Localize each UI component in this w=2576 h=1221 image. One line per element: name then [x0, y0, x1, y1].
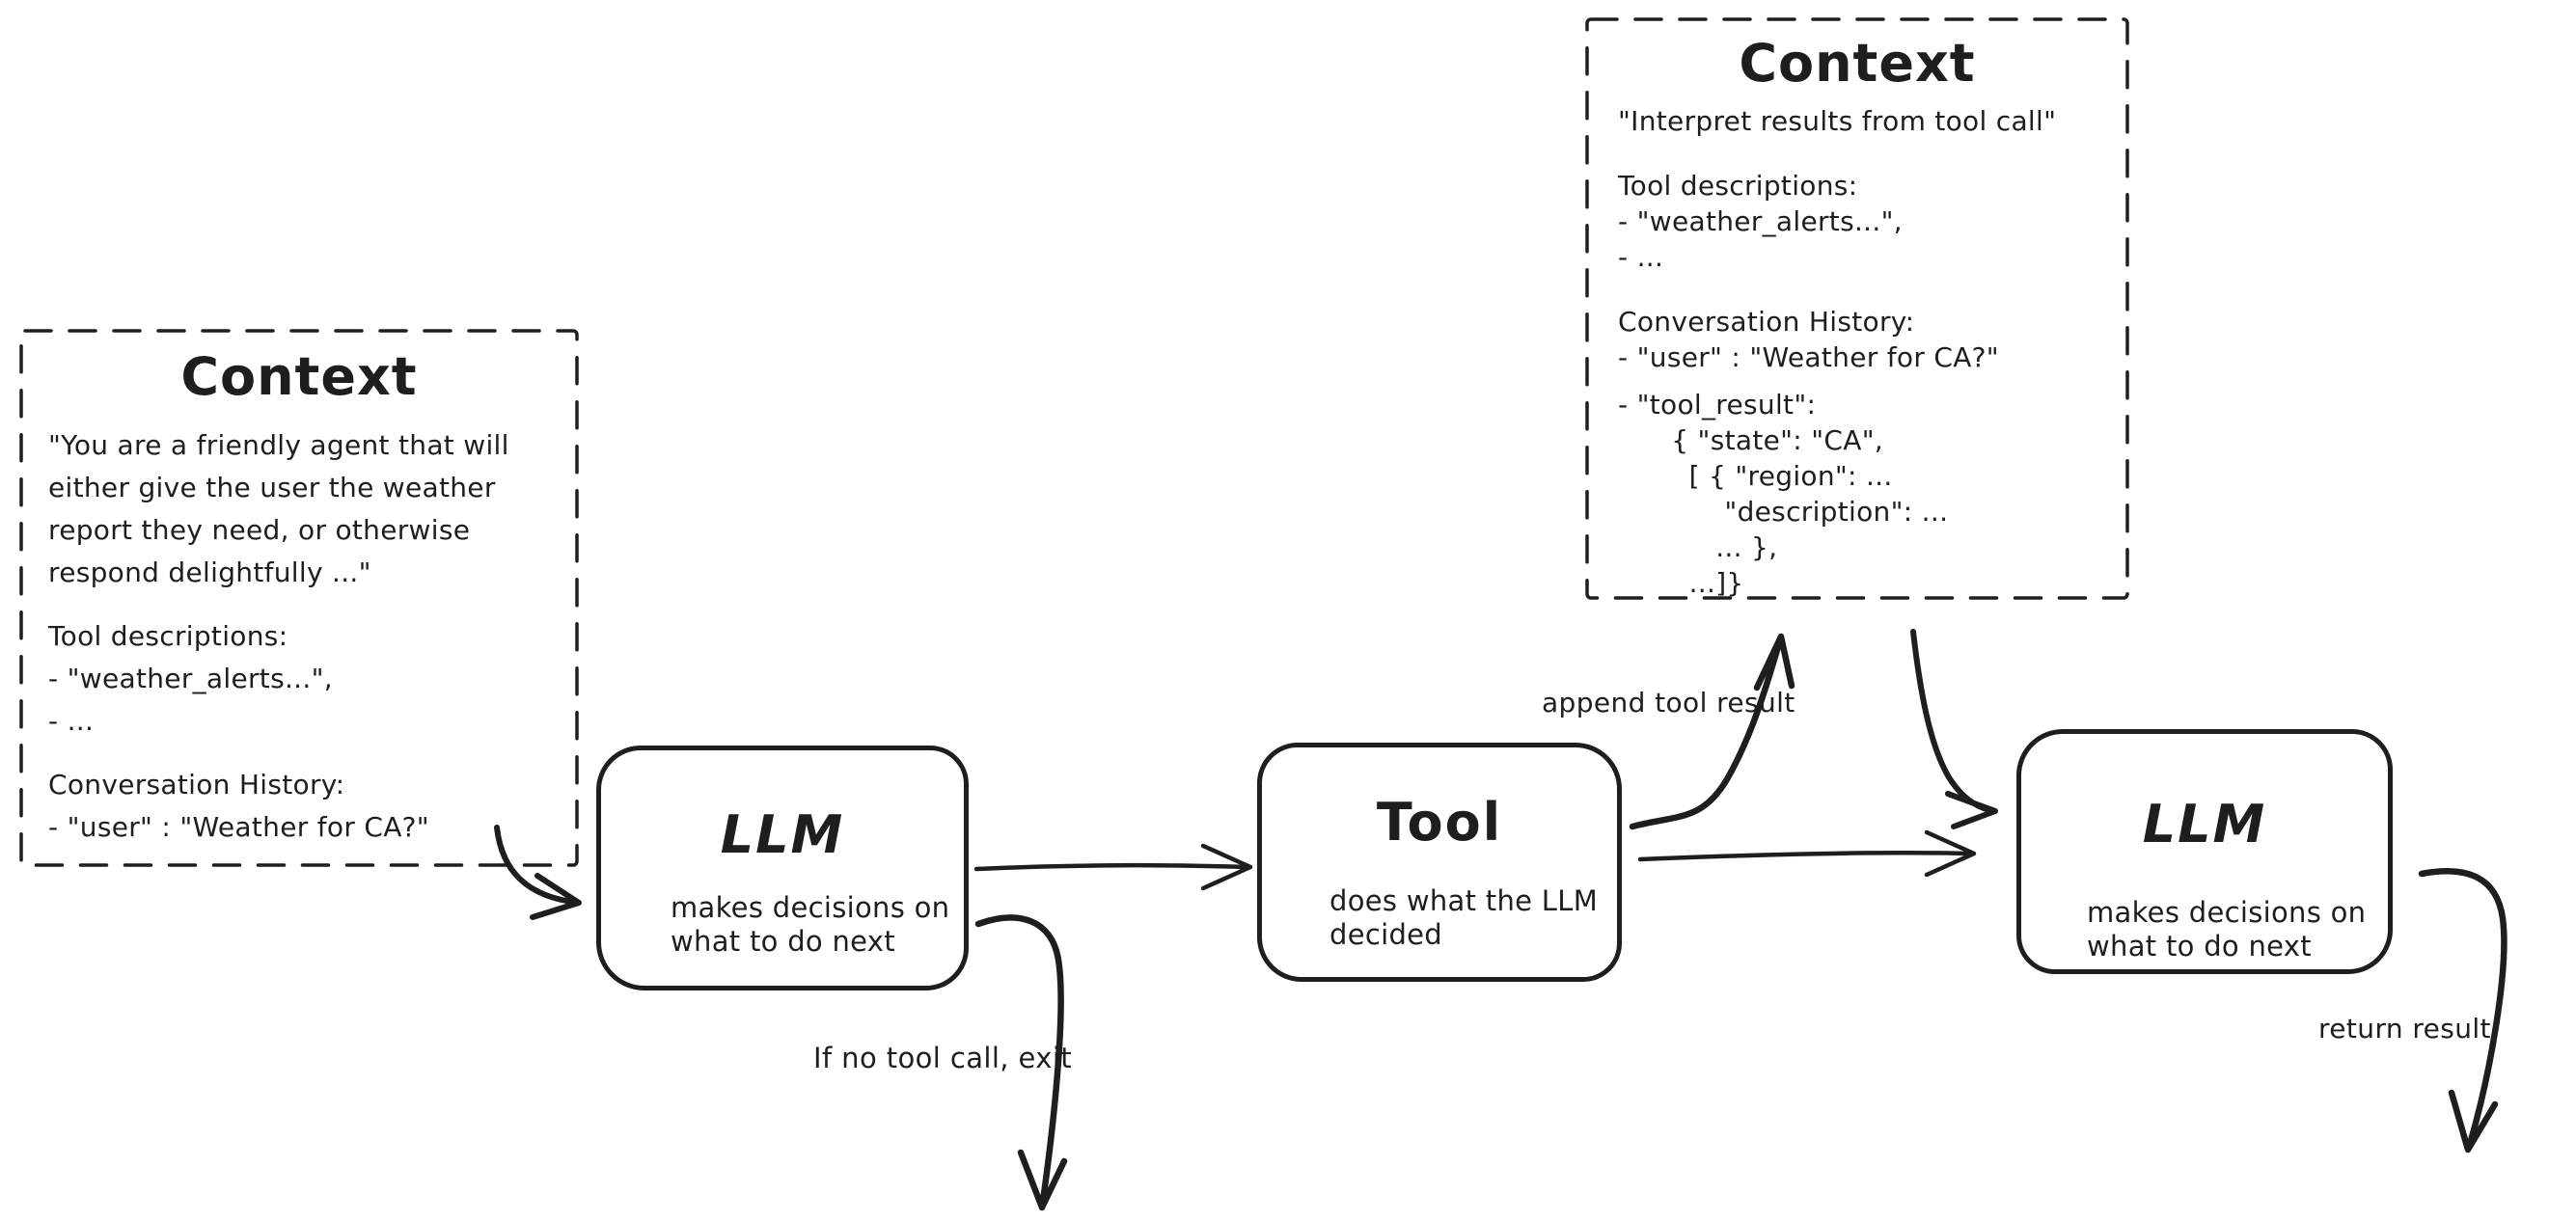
- text-line: respond delightfully ...": [48, 556, 371, 589]
- text-line: ... },: [1618, 531, 1778, 564]
- text-line: Conversation History:: [48, 769, 345, 801]
- text-line: "Interpret results from tool call": [1618, 105, 2057, 138]
- node-tool: Tool does what the LLM decided: [1257, 743, 1622, 982]
- arrow-llm1-to-tool: [973, 843, 1253, 891]
- context-right-border: [1585, 17, 2129, 600]
- text-line: "You are a friendly agent that will: [48, 429, 509, 462]
- conversation-history-block: Conversation History: - "user" : "Weathe…: [48, 764, 550, 849]
- arrow-context-right-to-llm2: [1910, 629, 1998, 829]
- text-line: - "user" : "Weather for CA?": [1618, 341, 1999, 374]
- text-line: either give the user the weather: [48, 472, 496, 504]
- text-line: - "user" : "Weather for CA?": [48, 811, 429, 844]
- system-prompt-block: "You are a friendly agent that will eith…: [48, 424, 550, 594]
- context-box-right: Context "Interpret results from tool cal…: [1587, 19, 2127, 601]
- tool-result-block: - "tool_result": { "state": "CA", [ { "r…: [1618, 387, 2096, 601]
- arrow-context-left-to-llm1: [494, 825, 582, 920]
- node-llm-1-title: LLM: [720, 804, 845, 865]
- context-box-left: Context "You are a friendly agent that w…: [21, 331, 577, 865]
- text-line: Conversation History:: [1618, 306, 1915, 339]
- text-line: decided: [1329, 918, 1443, 951]
- node-llm-2: LLM makes decisions on what to do next: [2016, 729, 2393, 974]
- node-tool-subtitle: does what the LLM decided: [1329, 884, 1598, 952]
- context-left-title: Context: [180, 346, 418, 407]
- text-line: { "state": "CA",: [1618, 424, 1884, 457]
- node-llm-1: LLM makes decisions on what to do next: [596, 746, 969, 990]
- text-line: Tool descriptions:: [48, 620, 288, 653]
- text-line: - ...: [1618, 241, 1664, 274]
- node-llm-1-subtitle: makes decisions on what to do next: [671, 891, 949, 959]
- edge-label-return-result: return result: [2318, 1013, 2491, 1045]
- text-line: Tool descriptions:: [1618, 170, 1858, 203]
- context-right-title: Context: [1739, 33, 1976, 94]
- arrow-llm1-exit: [974, 914, 1068, 1211]
- tool-descriptions-block: Tool descriptions: - "weather_alerts..."…: [1618, 168, 2096, 275]
- text-line: report they need, or otherwise: [48, 514, 471, 547]
- text-line: makes decisions on: [2087, 896, 2367, 929]
- context-left-border: [19, 329, 579, 867]
- text-line: does what the LLM: [1329, 884, 1599, 917]
- text-line: - ...: [48, 705, 95, 738]
- text-line: - "weather_alerts...",: [48, 663, 333, 695]
- edge-label-append-tool-result: append tool result: [1542, 687, 1795, 719]
- node-llm-2-title: LLM: [2142, 794, 2267, 855]
- node-llm-2-subtitle: makes decisions on what to do next: [2087, 896, 2366, 963]
- arrow-tool-to-llm2: [1637, 829, 1977, 878]
- node-tool-title: Tool: [1376, 792, 1503, 853]
- text-line: - "tool_result":: [1618, 389, 1817, 421]
- conversation-history-block: Conversation History: - "user" : "Weathe…: [1618, 304, 2096, 375]
- arrow-tool-to-context-right: [1629, 633, 1795, 830]
- text-line: what to do next: [2087, 930, 2312, 963]
- edge-label-if-no-tool-call-exit: If no tool call, exit: [813, 1042, 1073, 1074]
- text-line: - "weather_alerts...",: [1618, 205, 1903, 238]
- text-line: makes decisions on: [671, 891, 950, 924]
- arrow-llm2-return: [2418, 868, 2507, 1153]
- text-line: [ { "region": ...: [1618, 460, 1893, 493]
- text-line: "description": ...: [1618, 496, 1949, 529]
- instruction-block: "Interpret results from tool call": [1618, 103, 2096, 139]
- text-line: ...]}: [1618, 567, 1744, 600]
- tool-descriptions-block: Tool descriptions: - "weather_alerts..."…: [48, 615, 550, 743]
- text-line: what to do next: [671, 925, 895, 958]
